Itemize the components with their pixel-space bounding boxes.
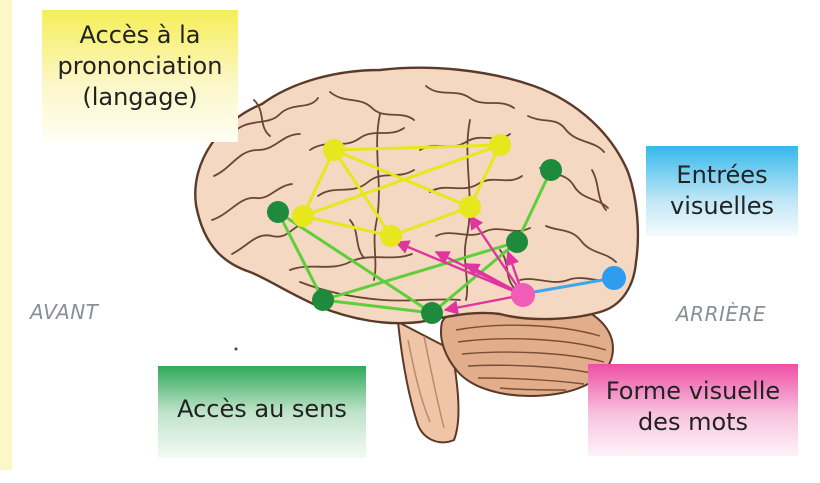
pronunciation-node: [323, 139, 345, 161]
word-form-label: Forme visuelle des mots: [588, 364, 798, 438]
word-form-label-box: Forme visuelle des mots: [588, 364, 798, 456]
pronunciation-node: [292, 205, 314, 227]
stray-dot: [235, 348, 238, 351]
meaning-label-box: Accès au sens: [158, 366, 366, 458]
meaning-label: Accès au sens: [158, 366, 366, 425]
pronunciation-label-box: Accès à la prononciation (langage): [42, 10, 238, 142]
meaning-node: [267, 201, 289, 223]
pronunciation-node: [380, 225, 402, 247]
meaning-node: [312, 289, 334, 311]
pronunciation-node: [489, 134, 511, 156]
pronunciation-node: [459, 196, 481, 218]
visual-input-node: [602, 266, 626, 290]
front-direction-label: AVANT: [30, 300, 98, 324]
visual-input-label: Entrées visuelles: [646, 146, 798, 222]
meaning-node: [540, 159, 562, 181]
meaning-node: [421, 302, 443, 324]
meaning-node: [506, 231, 528, 253]
visual-input-label-box: Entrées visuelles: [646, 146, 798, 236]
word-form-node: [511, 283, 535, 307]
pronunciation-label: Accès à la prononciation (langage): [42, 10, 238, 113]
bottom-margin: [0, 470, 820, 483]
back-direction-label: ARRIÈRE: [676, 302, 766, 326]
